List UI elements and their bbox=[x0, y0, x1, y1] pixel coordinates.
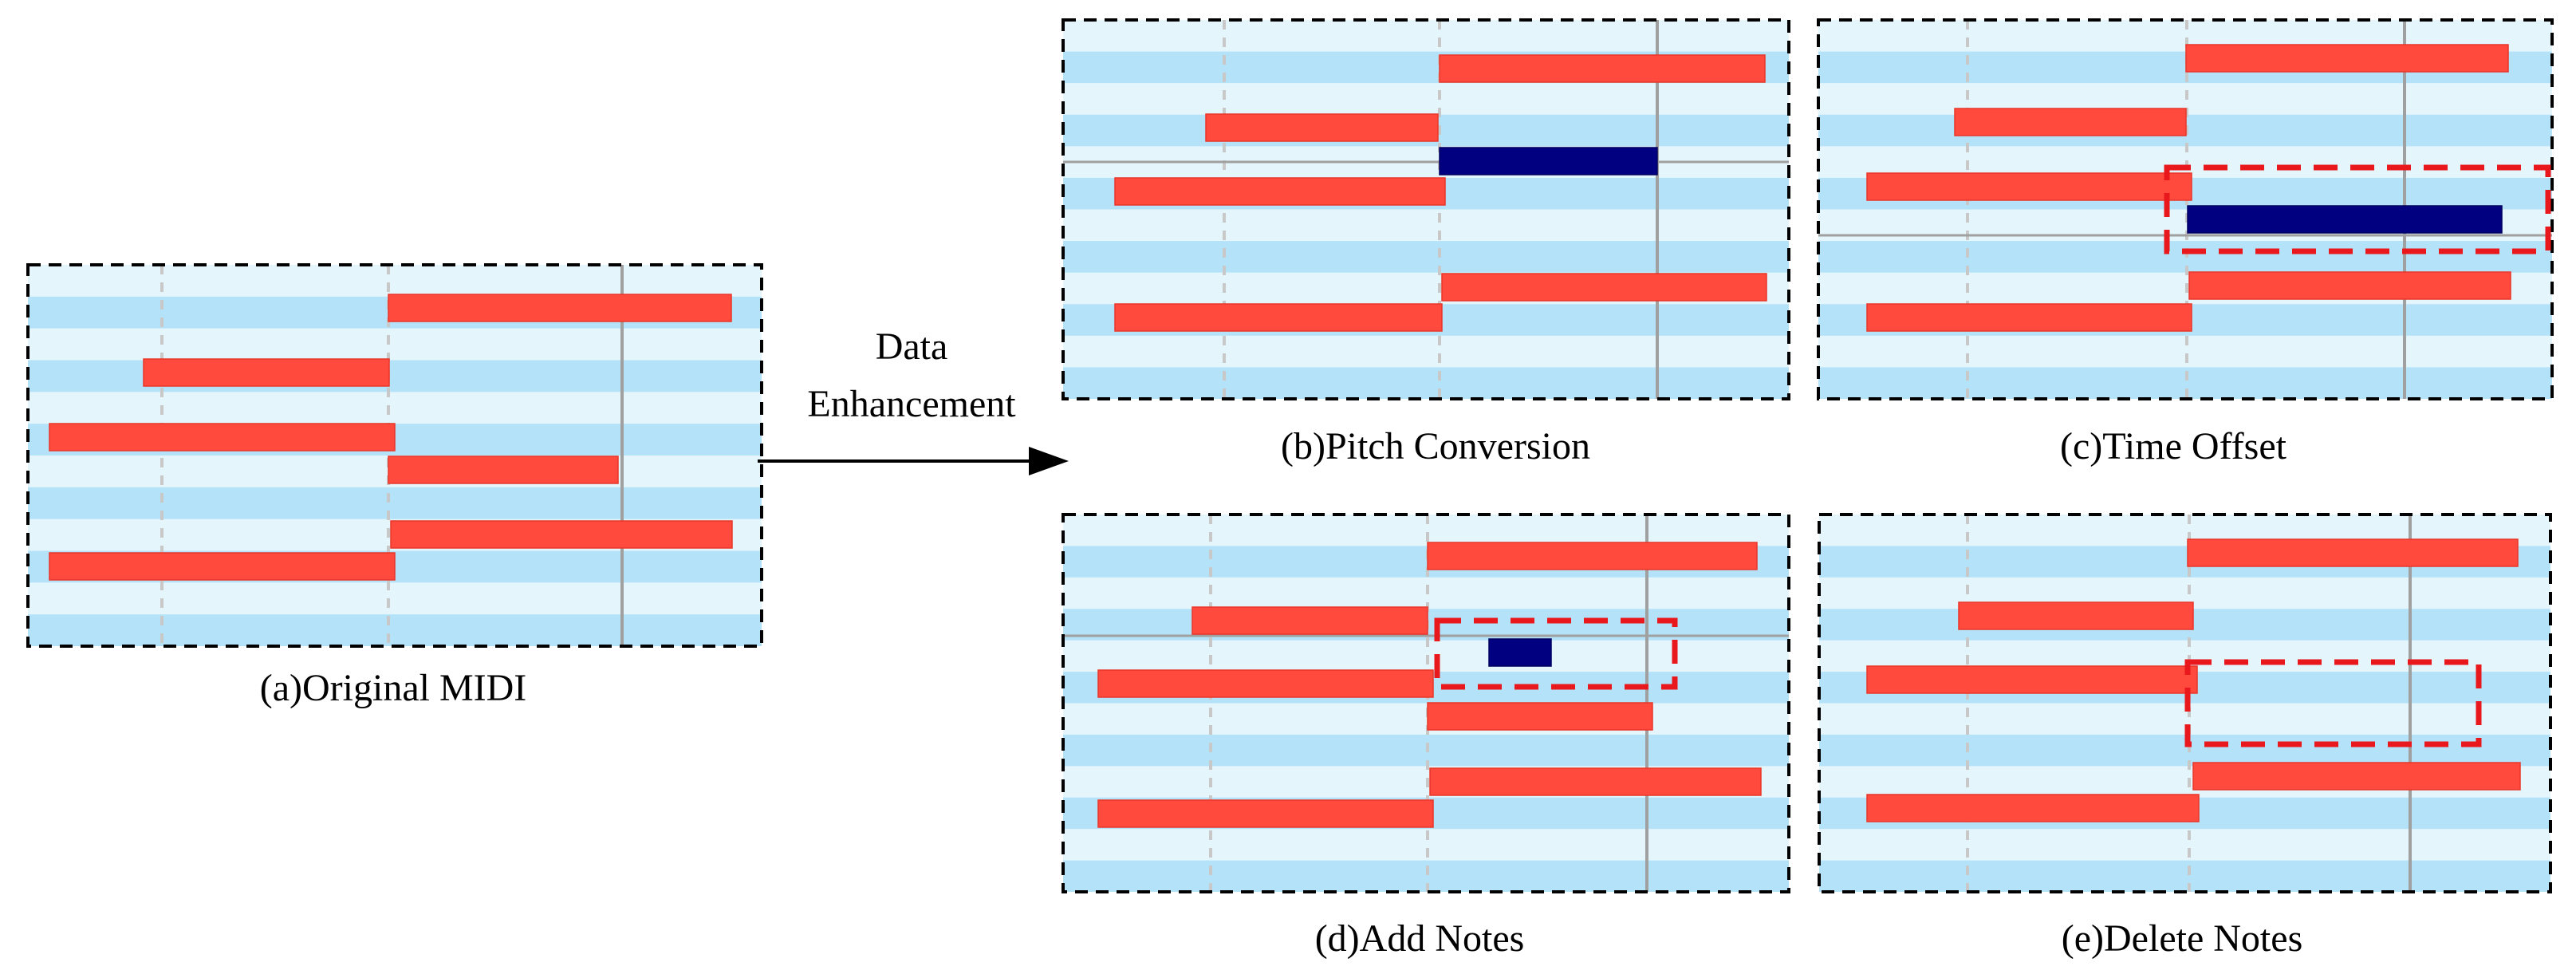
pitch-row bbox=[28, 392, 762, 424]
pitch-row bbox=[28, 328, 762, 361]
caption-add-notes: (d)Add Notes bbox=[1315, 917, 1525, 960]
panel-delete-notes bbox=[1818, 513, 2552, 893]
midi-note bbox=[1429, 767, 1762, 796]
midi-note bbox=[1439, 54, 1766, 83]
midi-note bbox=[388, 455, 619, 484]
midi-note bbox=[1958, 601, 2194, 630]
caption-delete-notes: (e)Delete Notes bbox=[2062, 917, 2303, 960]
pitch-row bbox=[28, 614, 762, 646]
highlight-box bbox=[1434, 617, 1678, 690]
panel-border bbox=[1062, 18, 1790, 400]
caption-pitch-conversion: (b)Pitch Conversion bbox=[1281, 425, 1590, 467]
midi-note bbox=[1441, 273, 1767, 302]
midi-note bbox=[49, 552, 396, 581]
midi-note bbox=[143, 358, 390, 387]
midi-note bbox=[1097, 799, 1434, 828]
panel-add-notes bbox=[1062, 513, 1790, 893]
midi-note bbox=[1205, 113, 1439, 142]
midi-note bbox=[1114, 177, 1446, 206]
midi-note bbox=[390, 520, 733, 549]
midi-note bbox=[388, 294, 732, 322]
panel-border bbox=[1817, 18, 2554, 400]
arrow-label-line1: Data bbox=[876, 325, 948, 368]
arrow-label-line2: Enhancement bbox=[807, 383, 1016, 425]
midi-note bbox=[1097, 669, 1434, 698]
midi-note bbox=[1191, 606, 1428, 635]
midi-note bbox=[2187, 538, 2519, 567]
caption-original-midi: (a)Original MIDI bbox=[260, 667, 527, 709]
midi-note bbox=[1427, 702, 1653, 731]
panel-border bbox=[26, 263, 763, 648]
midi-note bbox=[1866, 172, 2192, 201]
panel-border bbox=[1062, 513, 1790, 893]
midi-note bbox=[1866, 665, 2198, 694]
pitch-row bbox=[1063, 83, 1789, 116]
midi-note bbox=[1866, 303, 2192, 332]
midi-note bbox=[1866, 794, 2200, 822]
pitch-row bbox=[1063, 335, 1789, 368]
piano-roll-grid bbox=[1818, 20, 2552, 399]
midi-note bbox=[2188, 271, 2511, 300]
modified-note bbox=[1439, 147, 1658, 175]
midi-note bbox=[1114, 303, 1443, 332]
midi-note bbox=[1427, 542, 1758, 570]
pitch-row bbox=[28, 265, 762, 298]
midi-note bbox=[2185, 44, 2509, 73]
panel-time-offset bbox=[1817, 18, 2554, 400]
panel-original-midi bbox=[26, 263, 763, 648]
pitch-row bbox=[28, 582, 762, 615]
piano-roll-grid bbox=[1063, 20, 1789, 399]
piano-roll-grid bbox=[1063, 515, 1789, 892]
modified-note bbox=[1488, 638, 1552, 667]
pitch-row bbox=[1063, 241, 1789, 274]
midi-note bbox=[49, 423, 396, 452]
caption-time-offset: (c)Time Offset bbox=[2060, 425, 2287, 467]
pitch-row bbox=[28, 487, 762, 520]
pitch-row bbox=[28, 360, 762, 392]
pitch-row bbox=[1819, 860, 2550, 892]
pitch-row bbox=[1063, 20, 1789, 53]
piano-roll-grid bbox=[28, 265, 762, 646]
pitch-row bbox=[1063, 367, 1789, 399]
highlight-box bbox=[2164, 164, 2551, 254]
piano-roll-grid bbox=[1819, 515, 2550, 892]
modified-note bbox=[2187, 205, 2503, 234]
midi-note bbox=[1954, 108, 2187, 136]
panel-pitch-conversion bbox=[1062, 18, 1790, 400]
panel-border bbox=[1818, 513, 2552, 893]
highlight-box bbox=[2184, 659, 2482, 747]
midi-note bbox=[2192, 762, 2521, 791]
enhancement-arrow bbox=[758, 447, 1069, 475]
pitch-row bbox=[1819, 829, 2550, 862]
arrow-head-icon bbox=[1029, 447, 1069, 475]
pitch-row bbox=[1063, 209, 1789, 242]
